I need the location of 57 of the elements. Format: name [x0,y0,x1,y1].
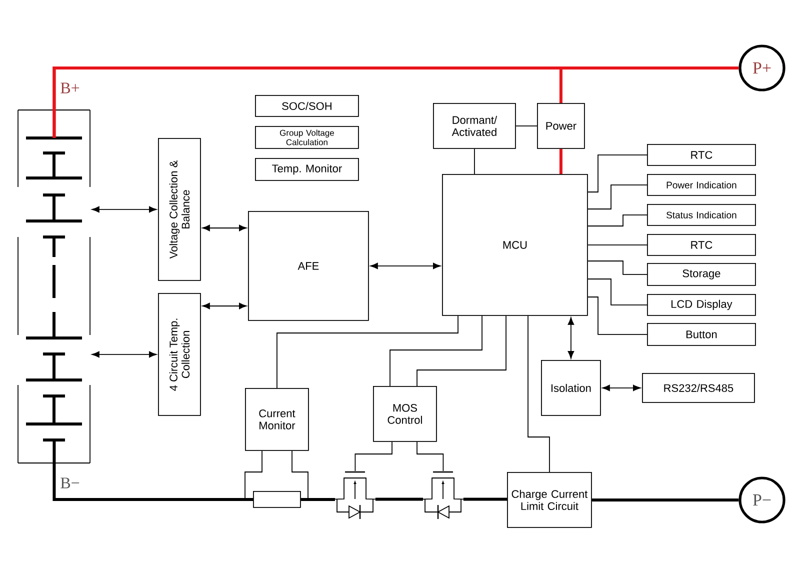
double-arrow [202,224,247,232]
double-arrow [92,206,157,213]
connector-line [276,315,458,388]
power-wire [463,498,507,501]
process-box: Voltage Collection & Balance [158,138,201,281]
connector-line [587,296,648,335]
double-arrow [568,317,574,359]
process-box: RTC [647,234,756,256]
connector-line [416,315,506,386]
connector-line [587,154,648,192]
connector-line [587,184,648,210]
process-box: 4 Circuit Temp. Collection [158,293,201,416]
terminal-label: B− [60,478,80,488]
power-wire [559,148,562,174]
mcu-box: MCU [442,174,588,316]
process-box: MOS Control [373,386,437,442]
shunt-resistor-symbol [253,491,301,508]
connector-line [416,441,444,472]
power-wire [375,498,423,501]
connector-line [474,148,475,174]
process-box: SOC/SOH [255,95,359,117]
process-box: LCD Display [647,294,756,316]
power-wire [300,498,335,501]
connector-line [587,278,648,306]
double-arrow [370,262,441,270]
connector-line [587,244,648,246]
connector-line [587,214,648,226]
afe-box: AFE [248,211,369,321]
double-arrow [202,302,247,310]
process-box: Current Monitor [245,388,309,451]
process-box: Power [537,103,585,149]
process-box: Power Indication [647,174,756,196]
process-box: Temp. Monitor [255,158,359,181]
battery-symbol [18,110,90,464]
process-box: Isolation [541,360,601,416]
connector-line [587,260,648,275]
process-box: Group Voltage Calculation [255,126,359,149]
mosfet-symbol [422,471,464,519]
connector-line [390,315,482,386]
process-box: Storage [647,263,756,286]
double-arrow [602,384,641,392]
power-wire [52,440,253,501]
connector-line [292,450,308,500]
power-wire [52,66,562,138]
mosfet-symbol [334,471,376,519]
process-box: RTC [647,144,756,166]
process-box: Charge Current Limit Circuit [507,472,592,528]
process-box: Status Indication [647,204,756,226]
process-box: RS232/RS485 [642,373,755,403]
connector-line [528,315,550,472]
connector-line [354,441,392,472]
double-arrow [92,351,157,358]
process-box: Dormant/ Activated [433,103,516,149]
connector-line [244,450,262,500]
power-wire [592,498,739,502]
process-box: Button [647,323,756,346]
terminal-label: B+ [60,82,80,94]
